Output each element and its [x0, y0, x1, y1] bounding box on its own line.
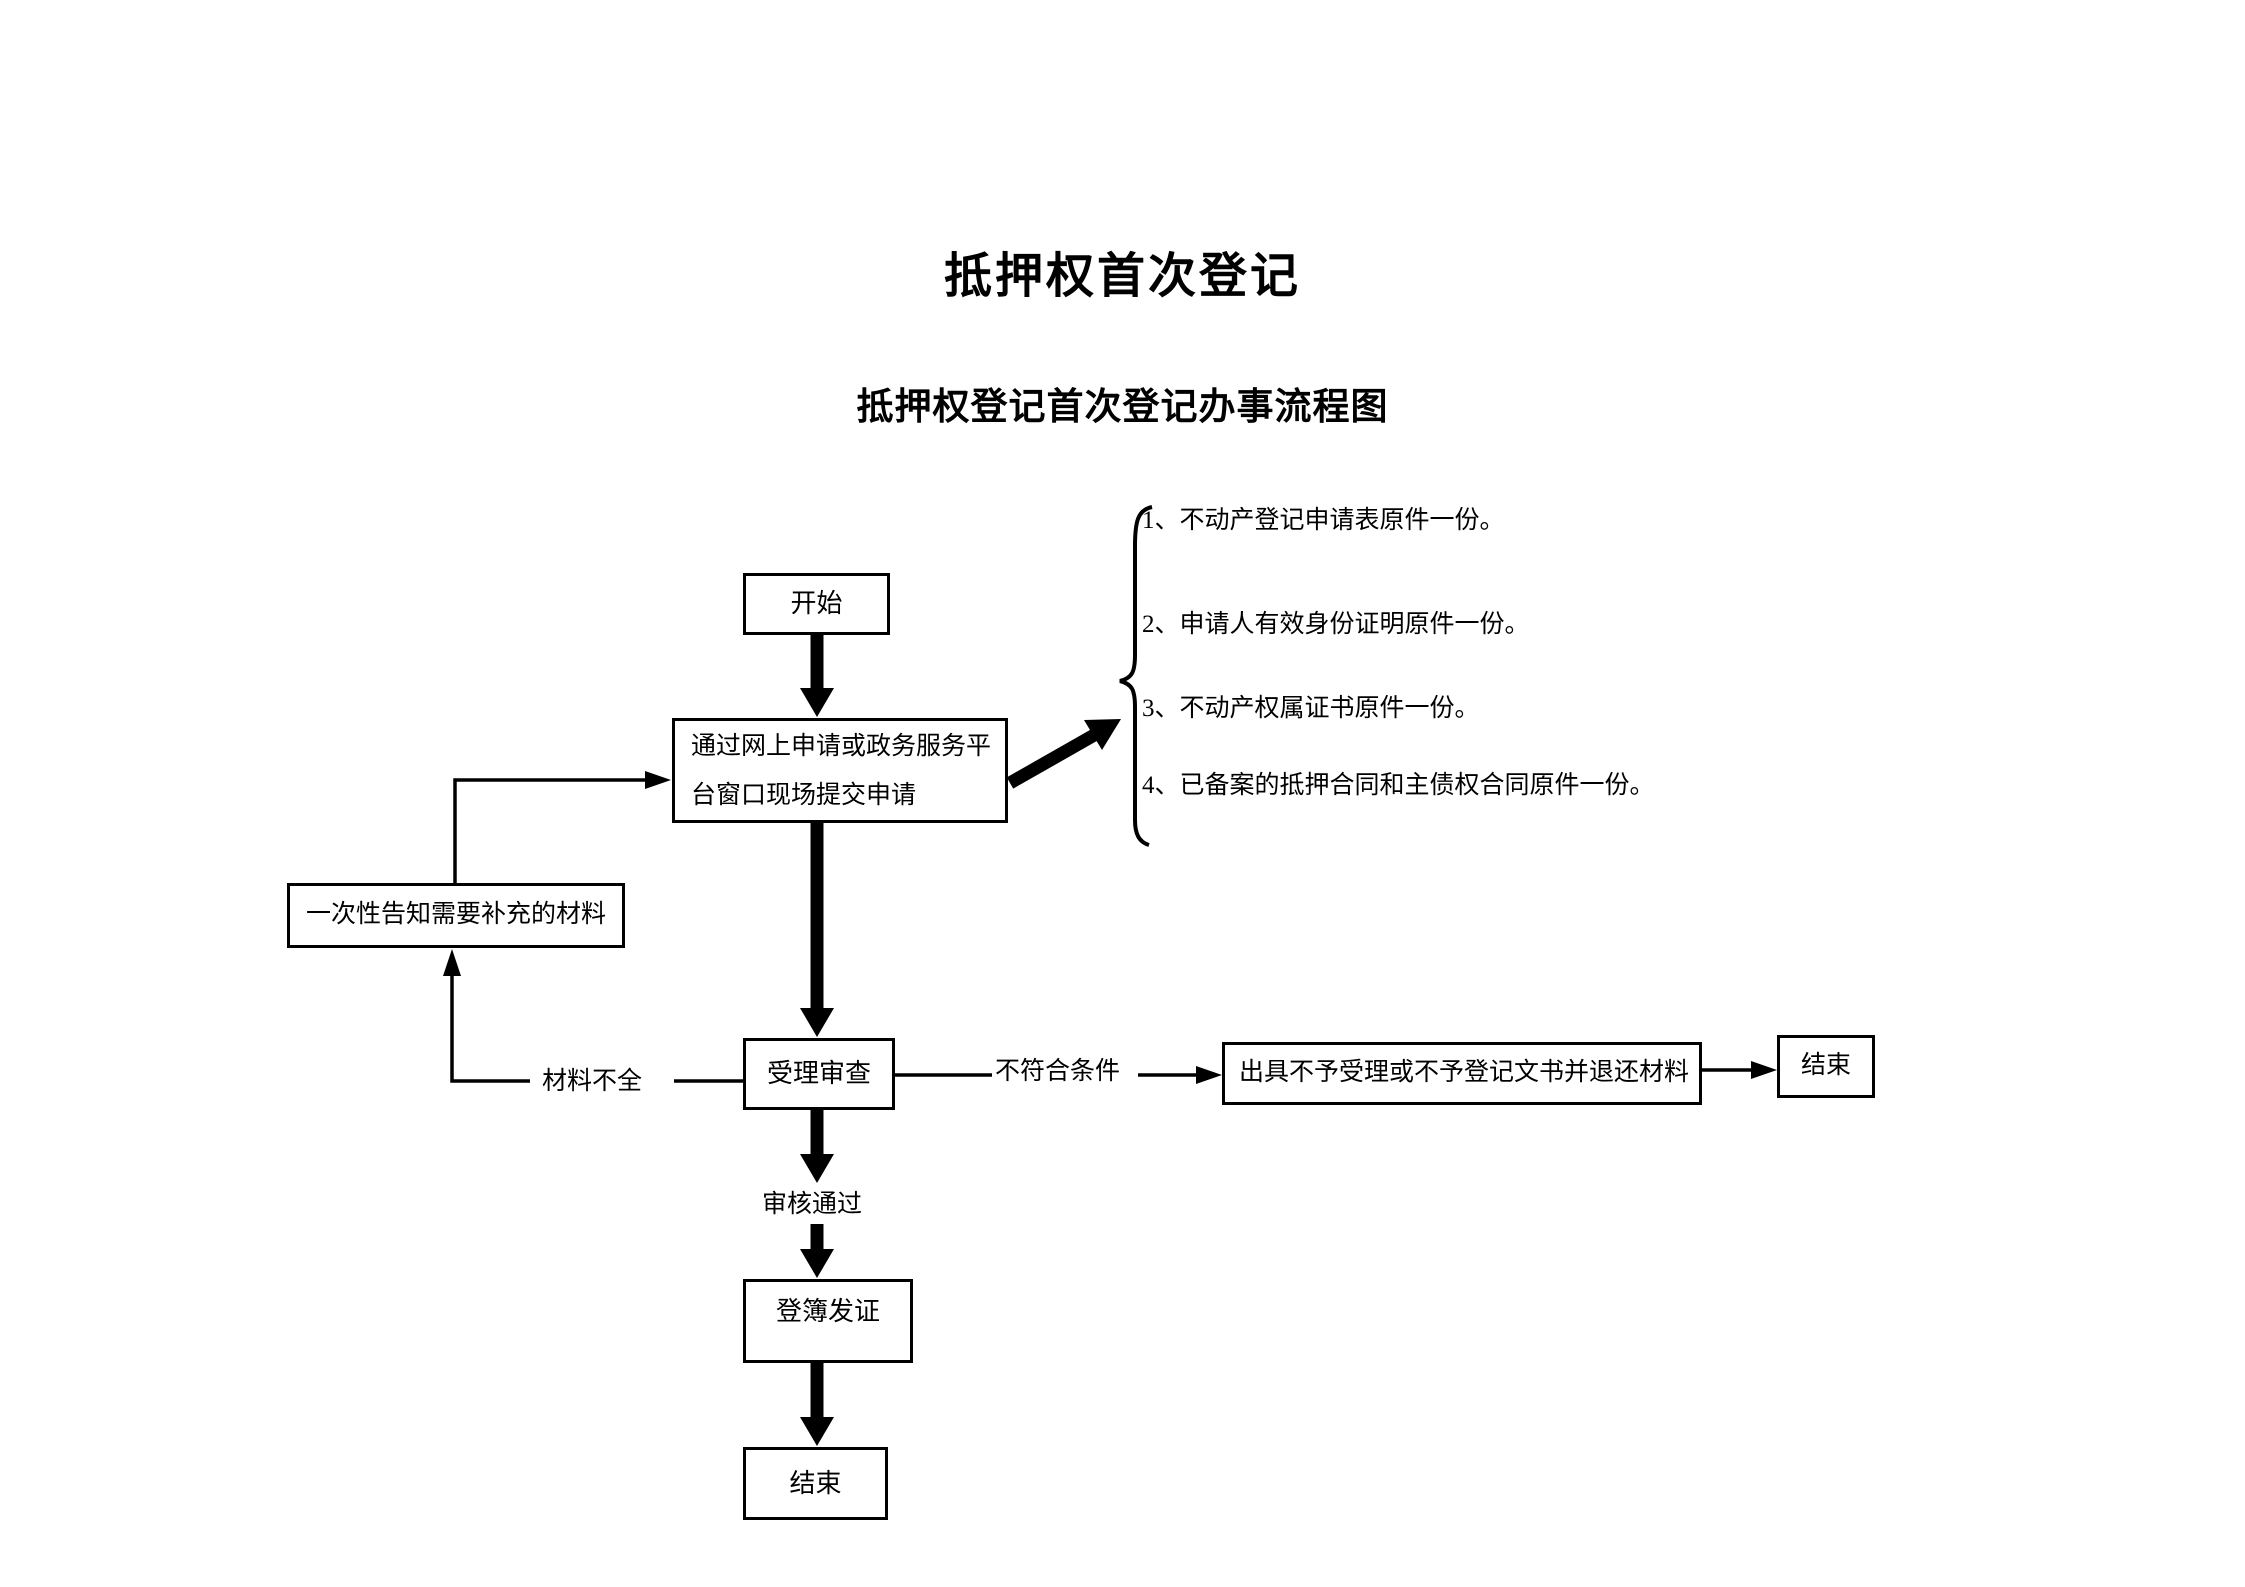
edge-label-review-passed: 审核通过	[762, 1191, 863, 1218]
arrow-reject-to-end	[1702, 1061, 1777, 1079]
arrow-incomplete-to-notify	[443, 949, 530, 1083]
arrow-submit-to-review	[800, 823, 834, 1037]
node-submit-application: 通过网上申请或政务服务平台窗口现场提交申请	[672, 718, 1008, 823]
node-notify-supplement-materials: 一次性告知需要补充的材料	[287, 883, 625, 948]
arrow-start-to-submit	[800, 635, 834, 717]
material-item-1: 1、不动产登记申请表原件一份。	[1142, 507, 1505, 534]
node-reject-and-return: 出具不予受理或不予登记文书并退还材料	[1222, 1042, 1702, 1105]
material-item-3: 3、不动产权属证书原件一份。	[1142, 695, 1480, 722]
arrow-review-down	[800, 1110, 834, 1183]
node-register-and-issue: 登簿发证	[743, 1279, 913, 1363]
node-start: 开始	[743, 573, 890, 635]
material-item-2: 2、申请人有效身份证明原件一份。	[1142, 611, 1530, 638]
edge-label-conditions-not-met: 不符合条件	[995, 1058, 1121, 1085]
edge-label-materials-incomplete: 材料不全	[542, 1068, 643, 1095]
node-end-bottom: 结束	[743, 1447, 888, 1520]
arrow-approved-to-register	[800, 1224, 834, 1278]
materials-brace	[1119, 505, 1153, 847]
arrow-notify-to-submit	[453, 771, 671, 883]
flowchart-title: 抵押权登记首次登记办事流程图	[856, 387, 1389, 428]
page-title: 抵押权首次登记	[943, 250, 1301, 303]
arrow-notmet-to-reject	[1138, 1066, 1222, 1084]
arrow-submit-to-materials	[1006, 719, 1121, 789]
arrow-register-to-end	[800, 1363, 834, 1446]
material-item-4: 4、已备案的抵押合同和主债权合同原件一份。	[1142, 772, 1655, 799]
node-end-right: 结束	[1777, 1035, 1875, 1098]
node-acceptance-review: 受理审查	[743, 1038, 895, 1110]
